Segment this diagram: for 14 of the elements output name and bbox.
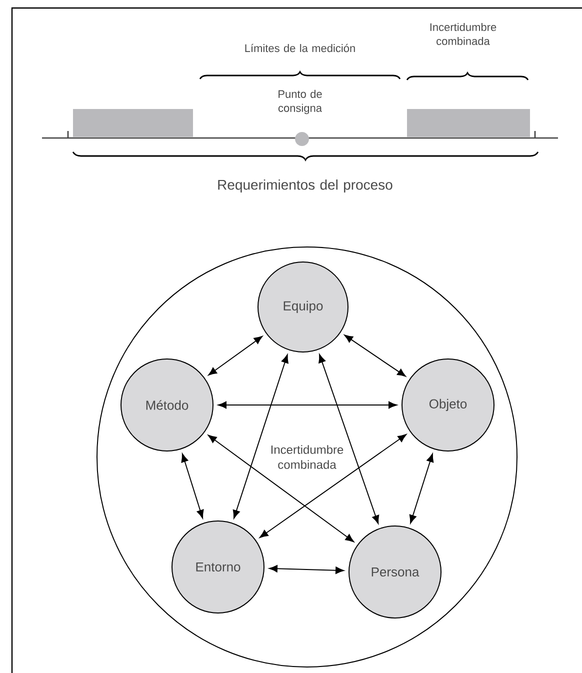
double-arrow xyxy=(208,434,354,542)
double-arrow xyxy=(208,336,263,376)
double-arrow xyxy=(232,354,288,519)
caption-text: Límites de la medición xyxy=(245,44,355,52)
double-arrow xyxy=(268,565,344,574)
caption-text: Incertidumbre combinada xyxy=(430,22,496,46)
double-arrow xyxy=(409,454,434,524)
caption-text: Requerimientos del proceso xyxy=(218,179,392,193)
double-arrow xyxy=(181,454,204,518)
double-arrow xyxy=(260,434,406,538)
double-arrow xyxy=(318,354,380,524)
double-arrow xyxy=(218,401,398,409)
double-arrow xyxy=(344,334,406,377)
caption-text: Punto de consigna xyxy=(278,90,322,114)
